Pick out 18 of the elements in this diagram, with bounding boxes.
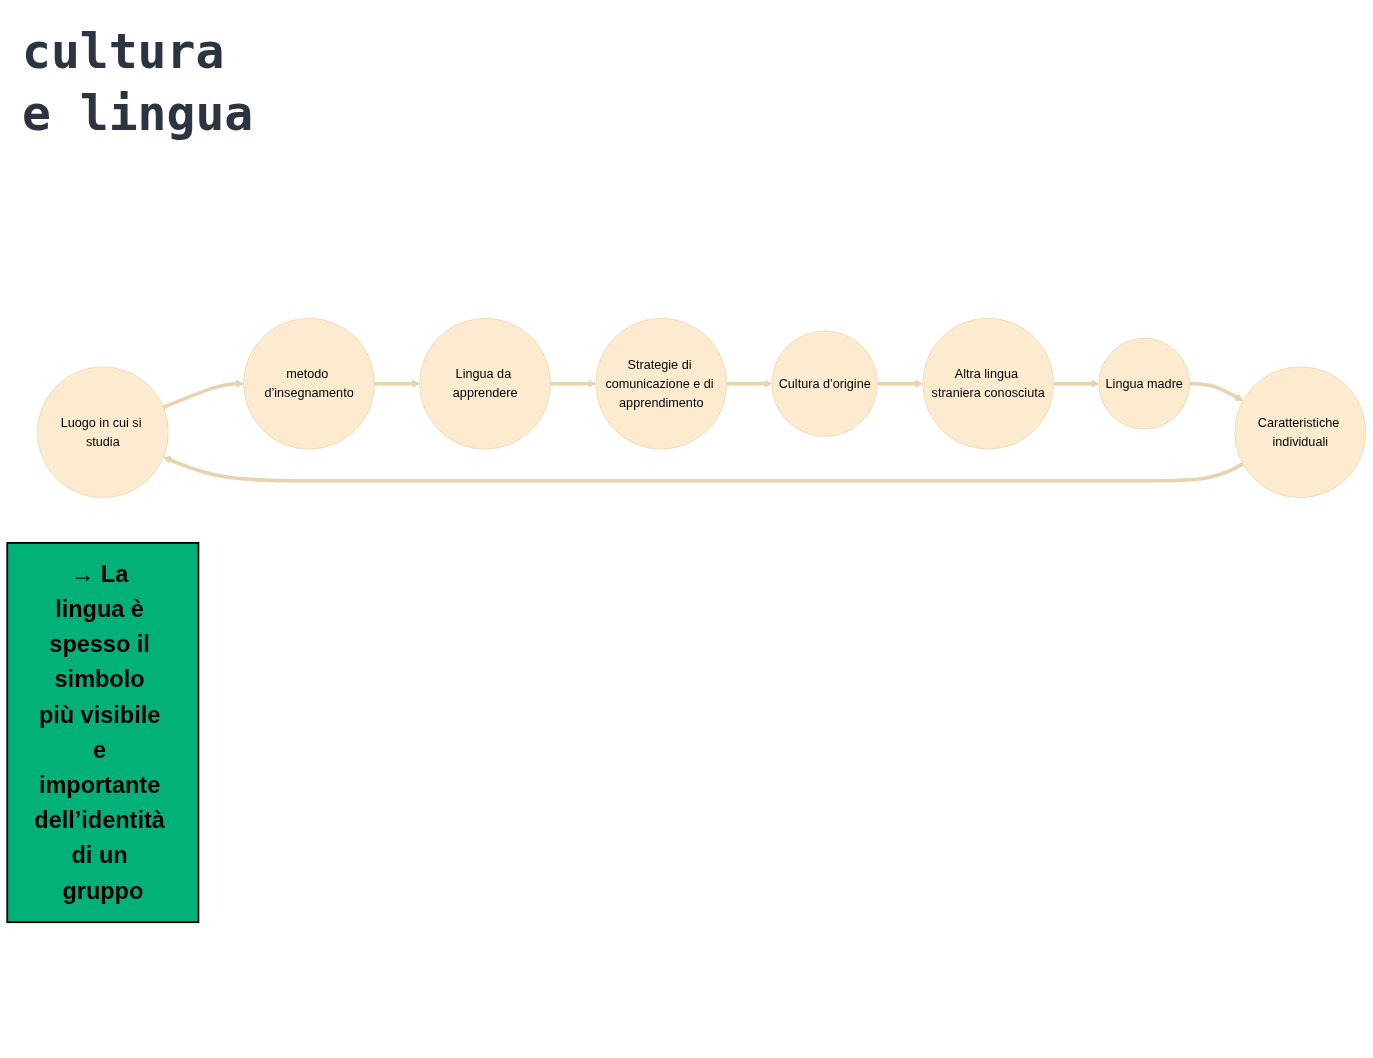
arrow: [374, 379, 421, 388]
node-circle: Strategie di comunicazione e di apprendimento: [595, 317, 728, 450]
arrow: [1189, 381, 1244, 401]
arrow: [162, 379, 244, 409]
arrow: [726, 379, 773, 388]
node-box: → La lingua è spesso il simbolo più visibile e importante dell’identità di un gruppo: [6, 541, 200, 923]
node-circle: Lingua da apprendere: [419, 317, 552, 450]
node-circle: Altra lingua straniera conosciuta: [922, 317, 1055, 450]
arrow: [163, 455, 1244, 483]
node-circle: metodo d’insegnamento: [243, 317, 375, 450]
node-circle: Lingua madre: [1098, 337, 1191, 430]
arrow: [550, 379, 597, 388]
node-circle: Luogo in cui si studia: [36, 366, 169, 498]
title: cultura e lingua: [22, 22, 255, 144]
node-circle: Caratteristiche individuali: [1234, 366, 1367, 498]
node-circle: Cultura d’origine: [771, 330, 878, 437]
arrow: [877, 379, 924, 388]
arrow: [1053, 379, 1100, 388]
